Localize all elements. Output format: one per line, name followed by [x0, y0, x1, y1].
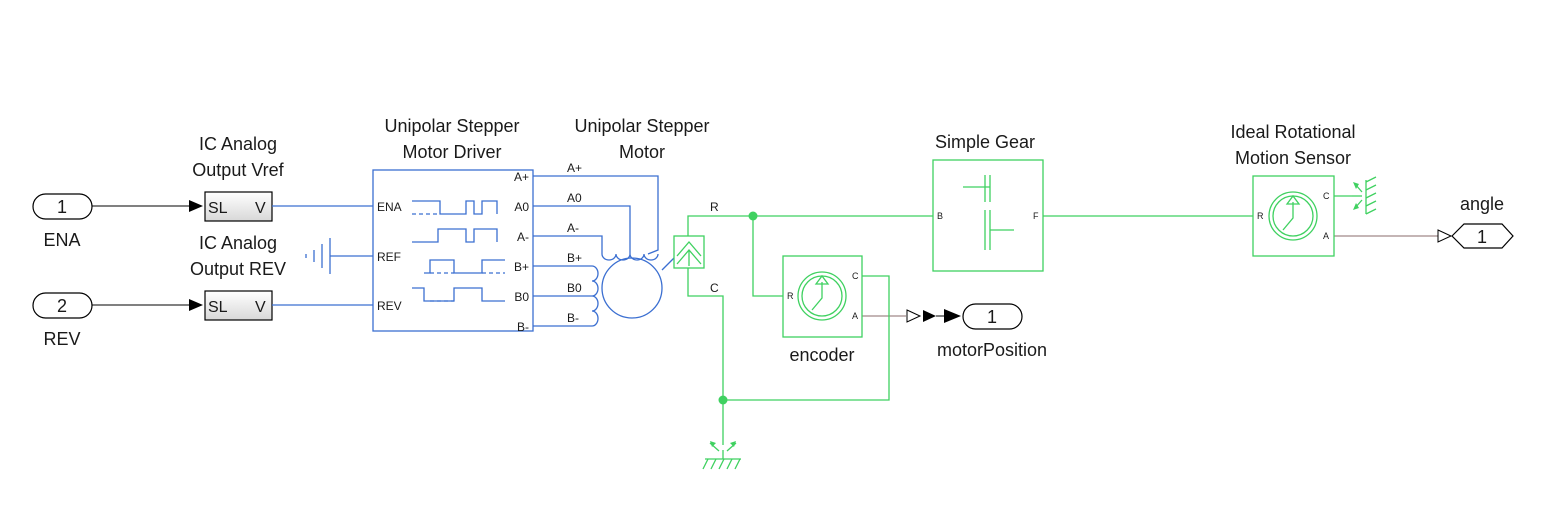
motion-sensor-title-2: Motion Sensor — [1235, 148, 1351, 168]
analog-output-vref-title-2: Output Vref — [192, 160, 284, 180]
outport-motor-position-name: motorPosition — [937, 340, 1047, 360]
motor-port-b-minus: B- — [567, 311, 579, 325]
pulse-waveform-icon — [412, 200, 505, 302]
analog-output-vref-block[interactable]: IC Analog Output Vref SL V — [192, 134, 285, 222]
stepper-motor-block[interactable]: Unipolar Stepper Motor A+ A0 A- B+ B0 B- — [567, 116, 710, 327]
mechanical-reference-icon — [702, 441, 741, 470]
driver-port-ena: ENA — [377, 200, 402, 214]
angle-goto-number: 1 — [1477, 227, 1487, 247]
driver-port-rev: REV — [377, 299, 402, 313]
analog-output-rev-in-label: SL — [208, 299, 228, 316]
angle-goto-tag[interactable]: angle 1 — [1437, 194, 1514, 249]
stepper-driver-block[interactable]: Unipolar Stepper Motor Driver ENA REF RE… — [372, 116, 534, 334]
analog-output-rev-block[interactable]: IC Analog Output REV SL V — [190, 233, 286, 321]
motor-rotor-icon — [601, 257, 663, 319]
motor-port-a0: A0 — [567, 191, 582, 205]
driver-port-b-minus: B- — [517, 320, 529, 334]
stepper-driver-title-1: Unipolar Stepper — [384, 116, 519, 136]
gear-icon — [963, 175, 1014, 250]
inport-rev-number: 2 — [57, 296, 67, 316]
driver-port-b-plus: B+ — [514, 260, 529, 274]
motor-port-a-minus: A- — [567, 221, 579, 235]
motor-shaft-port-c: C — [710, 281, 719, 295]
inport-ena-number: 1 — [57, 197, 67, 217]
simple-gear-block[interactable]: Simple Gear B F — [932, 132, 1044, 272]
encoder-name: encoder — [789, 345, 854, 365]
motion-sensor-port-c: C — [1323, 191, 1330, 201]
motion-sensor-port-a: A — [1323, 231, 1329, 241]
gear-port-f: F — [1033, 211, 1039, 221]
analog-output-rev-out-label: V — [255, 299, 266, 316]
rotational-sensor-icon — [797, 271, 847, 321]
motor-shaft-port-r: R — [710, 200, 719, 214]
ps-converter-icon — [906, 309, 961, 323]
inport-rev-name: REV — [43, 329, 80, 349]
electrical-ground-icon — [305, 238, 331, 274]
stepper-motor-title-1: Unipolar Stepper — [574, 116, 709, 136]
driver-port-b0: B0 — [514, 290, 529, 304]
signal-lines — [92, 200, 1438, 317]
simple-gear-title: Simple Gear — [935, 132, 1035, 152]
outport-motor-position-number: 1 — [987, 307, 997, 327]
sensor-reference-icon — [1352, 176, 1377, 215]
motion-sensor-block[interactable]: Ideal Rotational Motion Sensor R C A — [1230, 122, 1356, 257]
analog-output-rev-title-2: Output REV — [190, 259, 286, 279]
motion-sensor-port-r: R — [1257, 211, 1264, 221]
analog-output-vref-title-1: IC Analog — [199, 134, 277, 154]
driver-port-a0: A0 — [514, 200, 529, 214]
inport-ena-name: ENA — [43, 230, 80, 250]
analog-output-vref-out-label: V — [255, 200, 266, 217]
analog-output-vref-in-label: SL — [208, 200, 228, 217]
inport-rev[interactable]: 2 REV — [32, 292, 93, 349]
shaft-connector-icon — [673, 235, 705, 269]
mechanical-lines — [687, 195, 1352, 445]
motor-port-b-plus: B+ — [567, 251, 582, 265]
stepper-motor-title-2: Motor — [619, 142, 665, 162]
encoder-port-c: C — [852, 271, 859, 281]
analog-output-rev-title-1: IC Analog — [199, 233, 277, 253]
stepper-driver-title-2: Motor Driver — [402, 142, 501, 162]
electrical-lines — [272, 175, 659, 327]
rotational-sensor-icon — [1268, 191, 1318, 241]
encoder-port-a: A — [852, 311, 858, 321]
driver-port-ref: REF — [377, 250, 401, 264]
motor-port-b0: B0 — [567, 281, 582, 295]
outport-motor-position[interactable]: 1 motorPosition — [937, 303, 1047, 360]
motion-sensor-title-1: Ideal Rotational — [1230, 122, 1355, 142]
encoder-block[interactable]: R C A encoder — [782, 255, 863, 365]
encoder-port-r: R — [787, 291, 794, 301]
motor-port-a-plus: A+ — [567, 161, 582, 175]
inport-ena[interactable]: 1 ENA — [32, 193, 93, 250]
gear-port-b: B — [937, 211, 943, 221]
driver-port-a-plus: A+ — [514, 170, 529, 184]
driver-port-a-minus: A- — [517, 230, 529, 244]
angle-goto-name: angle — [1460, 194, 1504, 214]
